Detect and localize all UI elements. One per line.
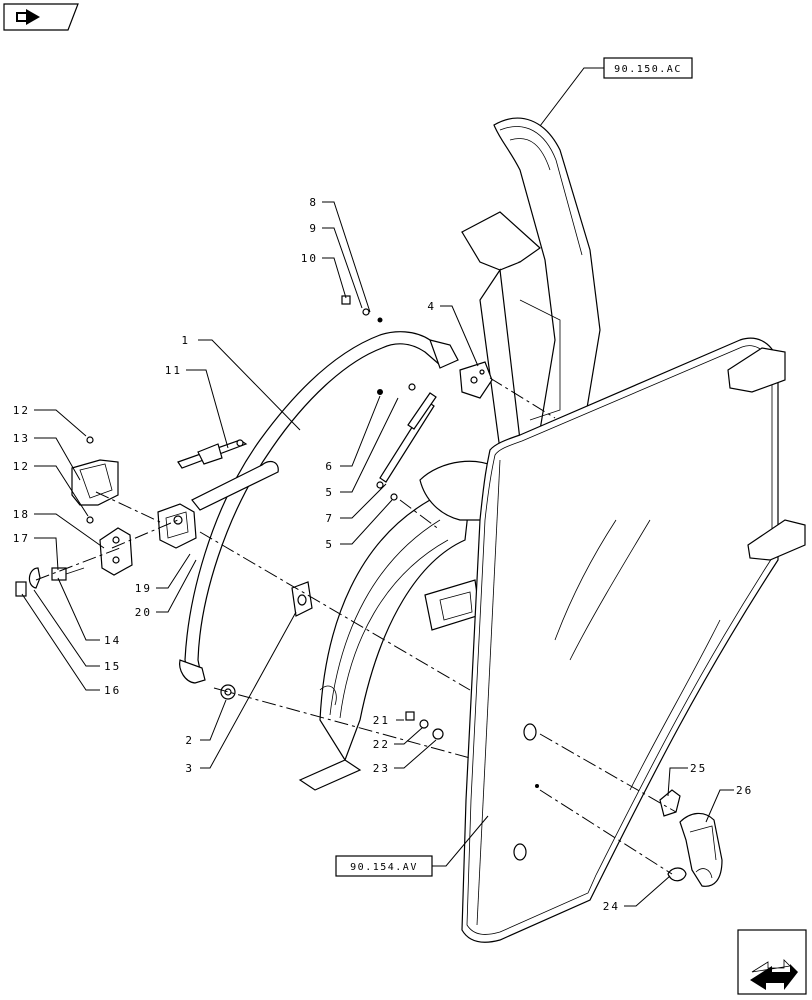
arrow-right-icon — [750, 959, 798, 990]
part-4-bracket — [459, 361, 493, 399]
callout-labels: 1 2 3 4 5 5 6 7 8 9 10 11 12 12 13 14 15… — [13, 196, 753, 913]
callout-26: 26 — [736, 784, 753, 797]
callout-23: 23 — [373, 762, 390, 775]
part-1-handrail — [179, 331, 459, 684]
reference-bottom-label: 90.154.AV — [350, 862, 418, 873]
part-11-latch-rod — [177, 439, 248, 469]
leader-lines — [21, 67, 734, 907]
callout-1: 1 — [181, 334, 190, 347]
callout-5b: 5 — [325, 538, 334, 551]
callout-4: 4 — [427, 300, 436, 313]
callout-21: 21 — [373, 714, 390, 727]
parts-21-22-23-fixings — [405, 711, 444, 740]
callout-10: 10 — [301, 252, 318, 265]
callout-24: 24 — [603, 900, 620, 913]
callout-13: 13 — [13, 432, 30, 445]
callout-25: 25 — [690, 762, 707, 775]
door-glass — [461, 337, 806, 943]
callout-17: 17 — [13, 532, 30, 545]
callout-8: 8 — [309, 196, 318, 209]
callout-15: 15 — [104, 660, 121, 673]
reference-box-bottom[interactable]: 90.154.AV — [335, 855, 433, 877]
previous-page-button[interactable] — [3, 3, 79, 31]
callout-9: 9 — [309, 222, 318, 235]
parts-5-6-7-gas-strut — [376, 383, 437, 501]
callout-2: 2 — [185, 734, 194, 747]
callout-3: 3 — [185, 762, 194, 775]
latch-assembly — [15, 436, 197, 597]
callout-16: 16 — [104, 684, 121, 697]
parts-2-3-pads — [220, 581, 313, 700]
cab-frame — [298, 117, 601, 791]
callout-12a: 12 — [13, 404, 30, 417]
arrow-left-icon — [16, 9, 40, 25]
callout-19: 19 — [135, 582, 152, 595]
reference-box-top[interactable]: 90.150.AC — [603, 57, 693, 79]
parts-24-25-26-door-handle — [659, 789, 723, 887]
callout-12b: 12 — [13, 460, 30, 473]
callout-14: 14 — [104, 634, 121, 647]
callout-7: 7 — [325, 512, 334, 525]
reference-top-label: 90.150.AC — [614, 64, 682, 75]
callout-5a: 5 — [325, 486, 334, 499]
callout-22: 22 — [373, 738, 390, 751]
next-page-button[interactable] — [737, 929, 807, 995]
parts-8-9-10-fasteners — [341, 295, 383, 323]
callout-20: 20 — [135, 606, 152, 619]
callout-18: 18 — [13, 508, 30, 521]
assembly-centerlines — [35, 377, 677, 875]
callout-11: 11 — [165, 364, 182, 377]
callout-6: 6 — [325, 460, 334, 473]
